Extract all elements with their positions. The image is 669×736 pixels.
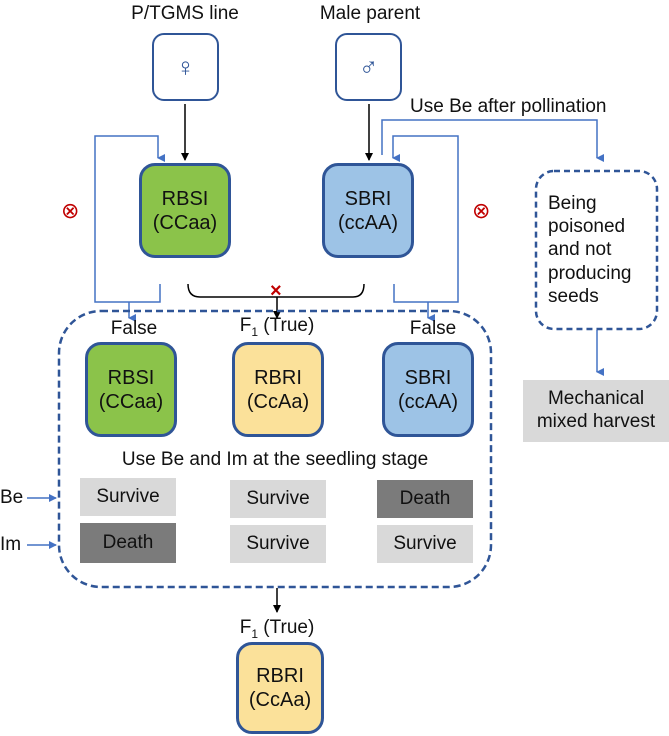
be-result-sbri: Death xyxy=(377,480,473,518)
offspring-rbri-node: RBRI (CcAa) xyxy=(232,342,324,437)
offspring-rbsi-node: RBSI (CCaa) xyxy=(85,342,177,437)
right-false-heading: False xyxy=(409,318,457,339)
pollination-label: Use Be after pollination xyxy=(410,96,607,117)
node-name: RBSI xyxy=(161,187,209,210)
poisoned-line: seeds xyxy=(548,285,599,307)
poisoned-line: poisoned xyxy=(548,216,626,238)
node-genotype: (CcAa) xyxy=(246,390,310,413)
female-parent-label: P/TGMS line xyxy=(131,3,239,24)
offspring-group xyxy=(57,309,493,589)
node-genotype: (CCaa) xyxy=(152,211,218,234)
top-sbri-node: SBRI (ccAA) xyxy=(322,163,414,258)
female-parent-box: ♀ xyxy=(152,33,219,101)
pollination-arrow xyxy=(381,119,604,162)
poisoned-line: Being xyxy=(548,193,597,215)
harvest-line: mixed harvest xyxy=(536,411,656,432)
node-genotype: (ccAA) xyxy=(398,390,458,413)
rbsi-selfing-loop xyxy=(94,135,165,303)
seedling-stage-label: Use Be and Im at the seedling stage xyxy=(121,449,429,470)
be-label: Be xyxy=(0,487,24,508)
right-selfing-icon: ⊗ xyxy=(472,198,491,223)
im-result-rbsi: Death xyxy=(80,523,176,563)
node-genotype: (ccAA) xyxy=(338,211,398,234)
be-result-rbsi: Survive xyxy=(80,478,176,516)
node-name: SBRI xyxy=(344,187,392,210)
node-name: RBSI xyxy=(107,366,155,389)
im-result-rbri: Survive xyxy=(230,525,326,563)
poisoned-box: Being poisoned and not producing seeds xyxy=(536,171,657,329)
male-parent-box: ♂ xyxy=(335,33,402,101)
female-symbol-icon: ♀ xyxy=(175,51,196,82)
poisoned-line: and not xyxy=(548,239,612,261)
offspring-sbri-node: SBRI (ccAA) xyxy=(382,342,474,437)
male-parent-label: Male parent xyxy=(319,3,421,24)
top-rbsi-node: RBSI (CCaa) xyxy=(139,163,231,258)
node-genotype: (CCaa) xyxy=(98,390,164,413)
poisoned-line: producing xyxy=(548,262,632,284)
node-name: RBRI xyxy=(256,665,304,687)
node-name: SBRI xyxy=(404,366,452,389)
male-symbol-icon: ♂ xyxy=(358,51,379,82)
harvest-line: Mechanical xyxy=(547,388,645,410)
be-result-rbri: Survive xyxy=(230,480,326,518)
poisoned-box-border xyxy=(534,169,659,331)
cross-icon: × xyxy=(270,280,282,302)
left-selfing-icon: ⊗ xyxy=(61,198,80,223)
im-label: Im xyxy=(0,534,22,555)
node-name: RBRI xyxy=(254,366,302,389)
harvest-box: Mechanical mixed harvest xyxy=(523,380,669,442)
left-false-heading: False xyxy=(110,318,158,339)
result-rbri-node: RBRI (CcAa) xyxy=(236,642,324,734)
im-result-sbri: Survive xyxy=(377,525,473,563)
result-f1-heading: F1 (True) xyxy=(239,617,315,641)
middle-f1-heading: F1 (True) xyxy=(239,315,315,339)
sbri-selfing-loop xyxy=(392,135,459,303)
node-genotype: (CcAa) xyxy=(248,689,312,711)
